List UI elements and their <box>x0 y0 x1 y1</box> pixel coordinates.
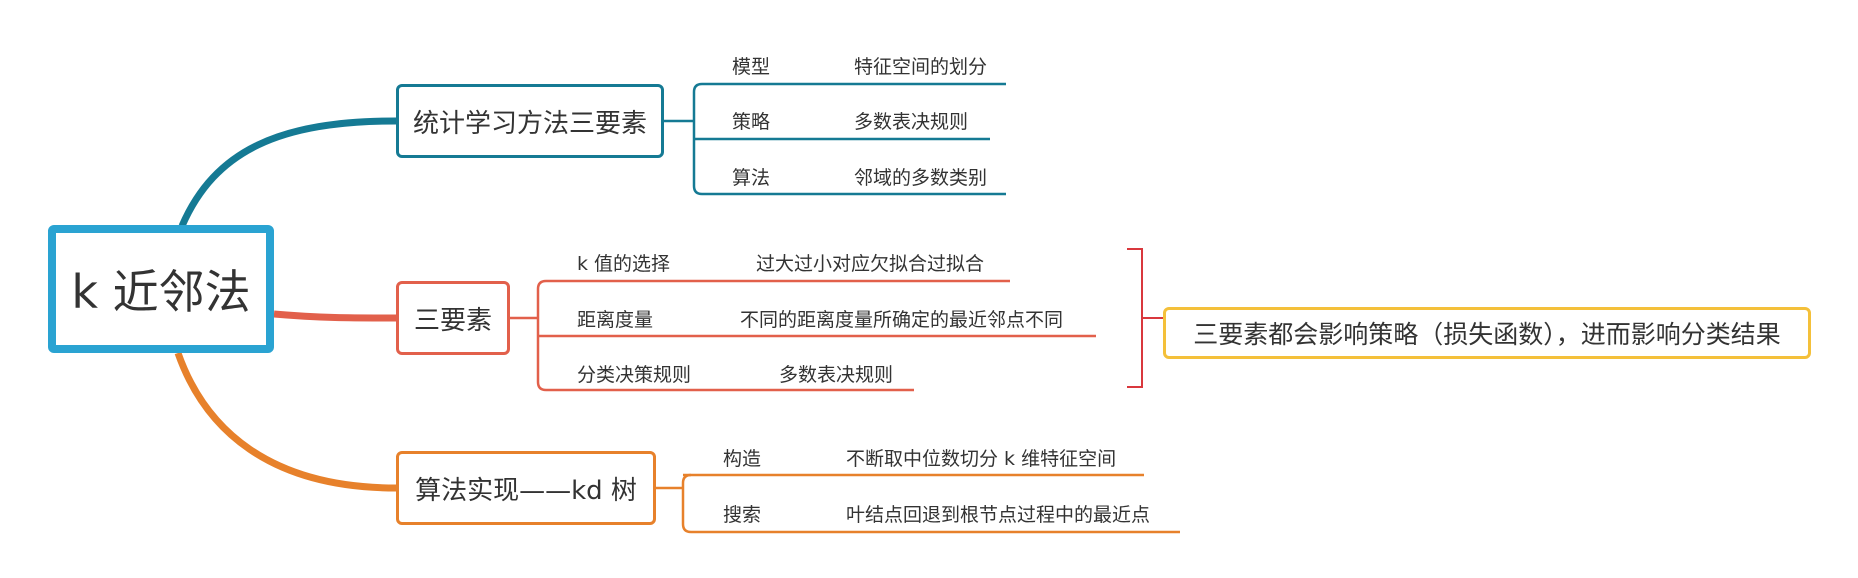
branch-label: 统计学习方法三要素 <box>412 108 647 139</box>
item-key: 搜索 <box>723 504 762 526</box>
root-label: k 近邻法 <box>71 265 251 319</box>
summary-node[interactable]: 三要素都会影响策略（损失函数），进而影响分类结果 <box>1163 307 1811 359</box>
summary-bracket <box>1127 248 1163 388</box>
item-key: 分类决策规则 <box>577 364 692 386</box>
branch-3-lines <box>656 473 1180 534</box>
item-key: 距离度量 <box>577 309 654 331</box>
link-root-to-branch-2 <box>273 310 397 322</box>
item-key: 模型 <box>732 56 771 78</box>
root-node[interactable]: k 近邻法 <box>48 225 274 353</box>
item-value: 邻域的多数类别 <box>854 167 988 189</box>
summary-label: 三要素都会影响策略（损失函数），进而影响分类结果 <box>1193 320 1781 349</box>
branch-label: 三要素 <box>413 305 492 336</box>
branch-node-kd-tree[interactable]: 算法实现——kd 树 <box>396 451 656 525</box>
item-key: 策略 <box>732 111 771 133</box>
item-value: 多数表决规则 <box>854 111 969 133</box>
item-value: 不断取中位数切分 k 维特征空间 <box>846 448 1117 470</box>
link-root-to-branch-3 <box>174 351 397 492</box>
branch-node-statistical-elements[interactable]: 统计学习方法三要素 <box>396 84 664 158</box>
link-root-to-branch-1 <box>178 117 397 228</box>
item-key: k 值的选择 <box>577 253 671 275</box>
branch-2-lines <box>510 279 1096 392</box>
branch-node-three-elements[interactable]: 三要素 <box>396 281 510 355</box>
item-value: 多数表决规则 <box>779 364 894 386</box>
item-key: 构造 <box>723 448 762 470</box>
item-value: 叶结点回退到根节点过程中的最近点 <box>846 504 1151 526</box>
item-key: 算法 <box>732 167 771 189</box>
item-value: 过大过小对应欠拟合过拟合 <box>756 253 985 275</box>
branch-1-lines <box>664 82 1006 196</box>
branch-label: 算法实现——kd 树 <box>415 475 637 506</box>
item-value: 不同的距离度量所确定的最近邻点不同 <box>740 309 1064 331</box>
item-value: 特征空间的划分 <box>854 56 988 78</box>
